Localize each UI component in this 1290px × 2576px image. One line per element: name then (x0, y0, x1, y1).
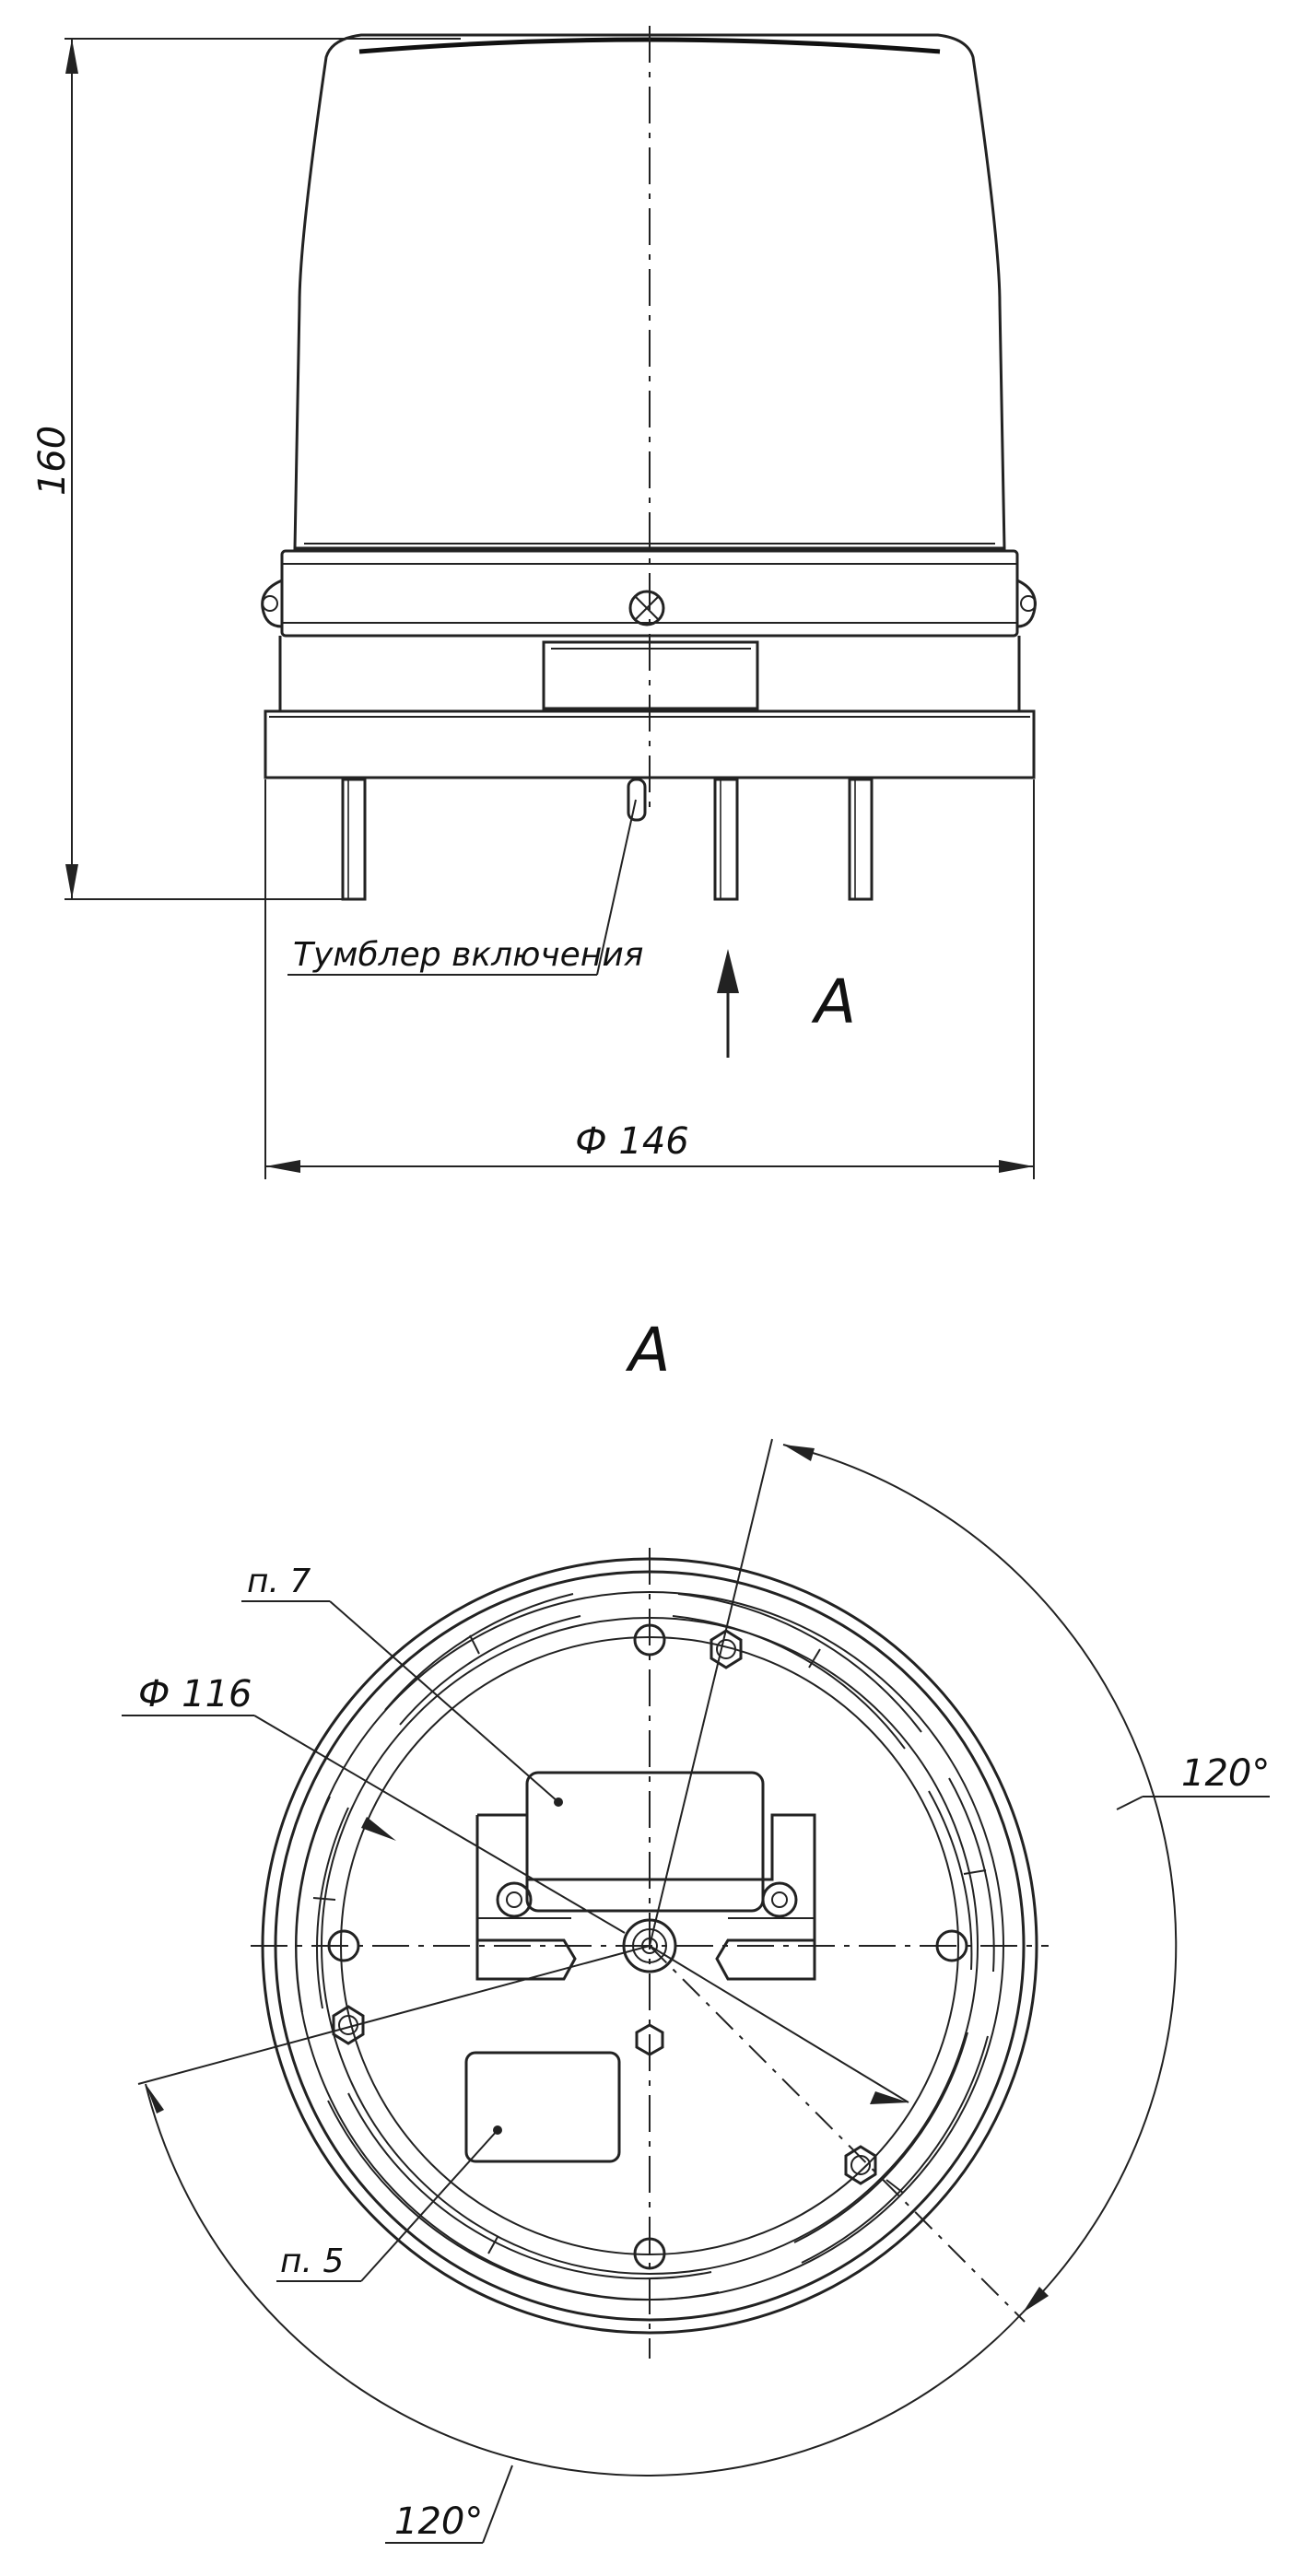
view-arrow-label: A (811, 966, 856, 1037)
bottom-view-title: A (625, 1315, 670, 1386)
angle-upper-label: 120° (1181, 1752, 1270, 1795)
side-view: 160 Тумблер включения A Ф 146 (31, 26, 1037, 1179)
item-5-label: п. 5 (280, 2242, 344, 2280)
item-7-leader: п. 7 (241, 1563, 559, 1803)
item-5-leader: п. 5 (276, 2129, 498, 2282)
front-screw (628, 590, 665, 626)
hex-nuts (332, 1629, 877, 2185)
toggle-switch (627, 778, 647, 822)
switch-label: Тумблер включения (293, 936, 643, 974)
view-arrow: A (717, 949, 856, 1058)
bottom-view: A (122, 1315, 1270, 2544)
height-dimension-label: 160 (31, 426, 74, 496)
diameter-116-dimension: Ф 116 (122, 1673, 909, 2104)
switch-leader: Тумблер включения (287, 799, 643, 976)
height-dimension: 160 (31, 38, 461, 900)
ventilation-slots (295, 1593, 995, 2301)
bracket-assembly (475, 1771, 816, 1981)
diameter-116-label: Ф 116 (138, 1673, 252, 1715)
radial-lines (137, 1438, 1026, 2323)
angle-120-upper: 120° (782, 1444, 1270, 2313)
diameter-146-label: Ф 146 (575, 1120, 689, 1163)
angle-lower-label: 120° (394, 2500, 483, 2543)
mounting-studs (341, 778, 874, 901)
item-7-label: п. 7 (247, 1563, 311, 1600)
diameter-146-dimension: Ф 146 (264, 779, 1035, 1179)
angle-120-lower: 120° (145, 2083, 1024, 2544)
lower-label-plate (464, 2051, 621, 2163)
